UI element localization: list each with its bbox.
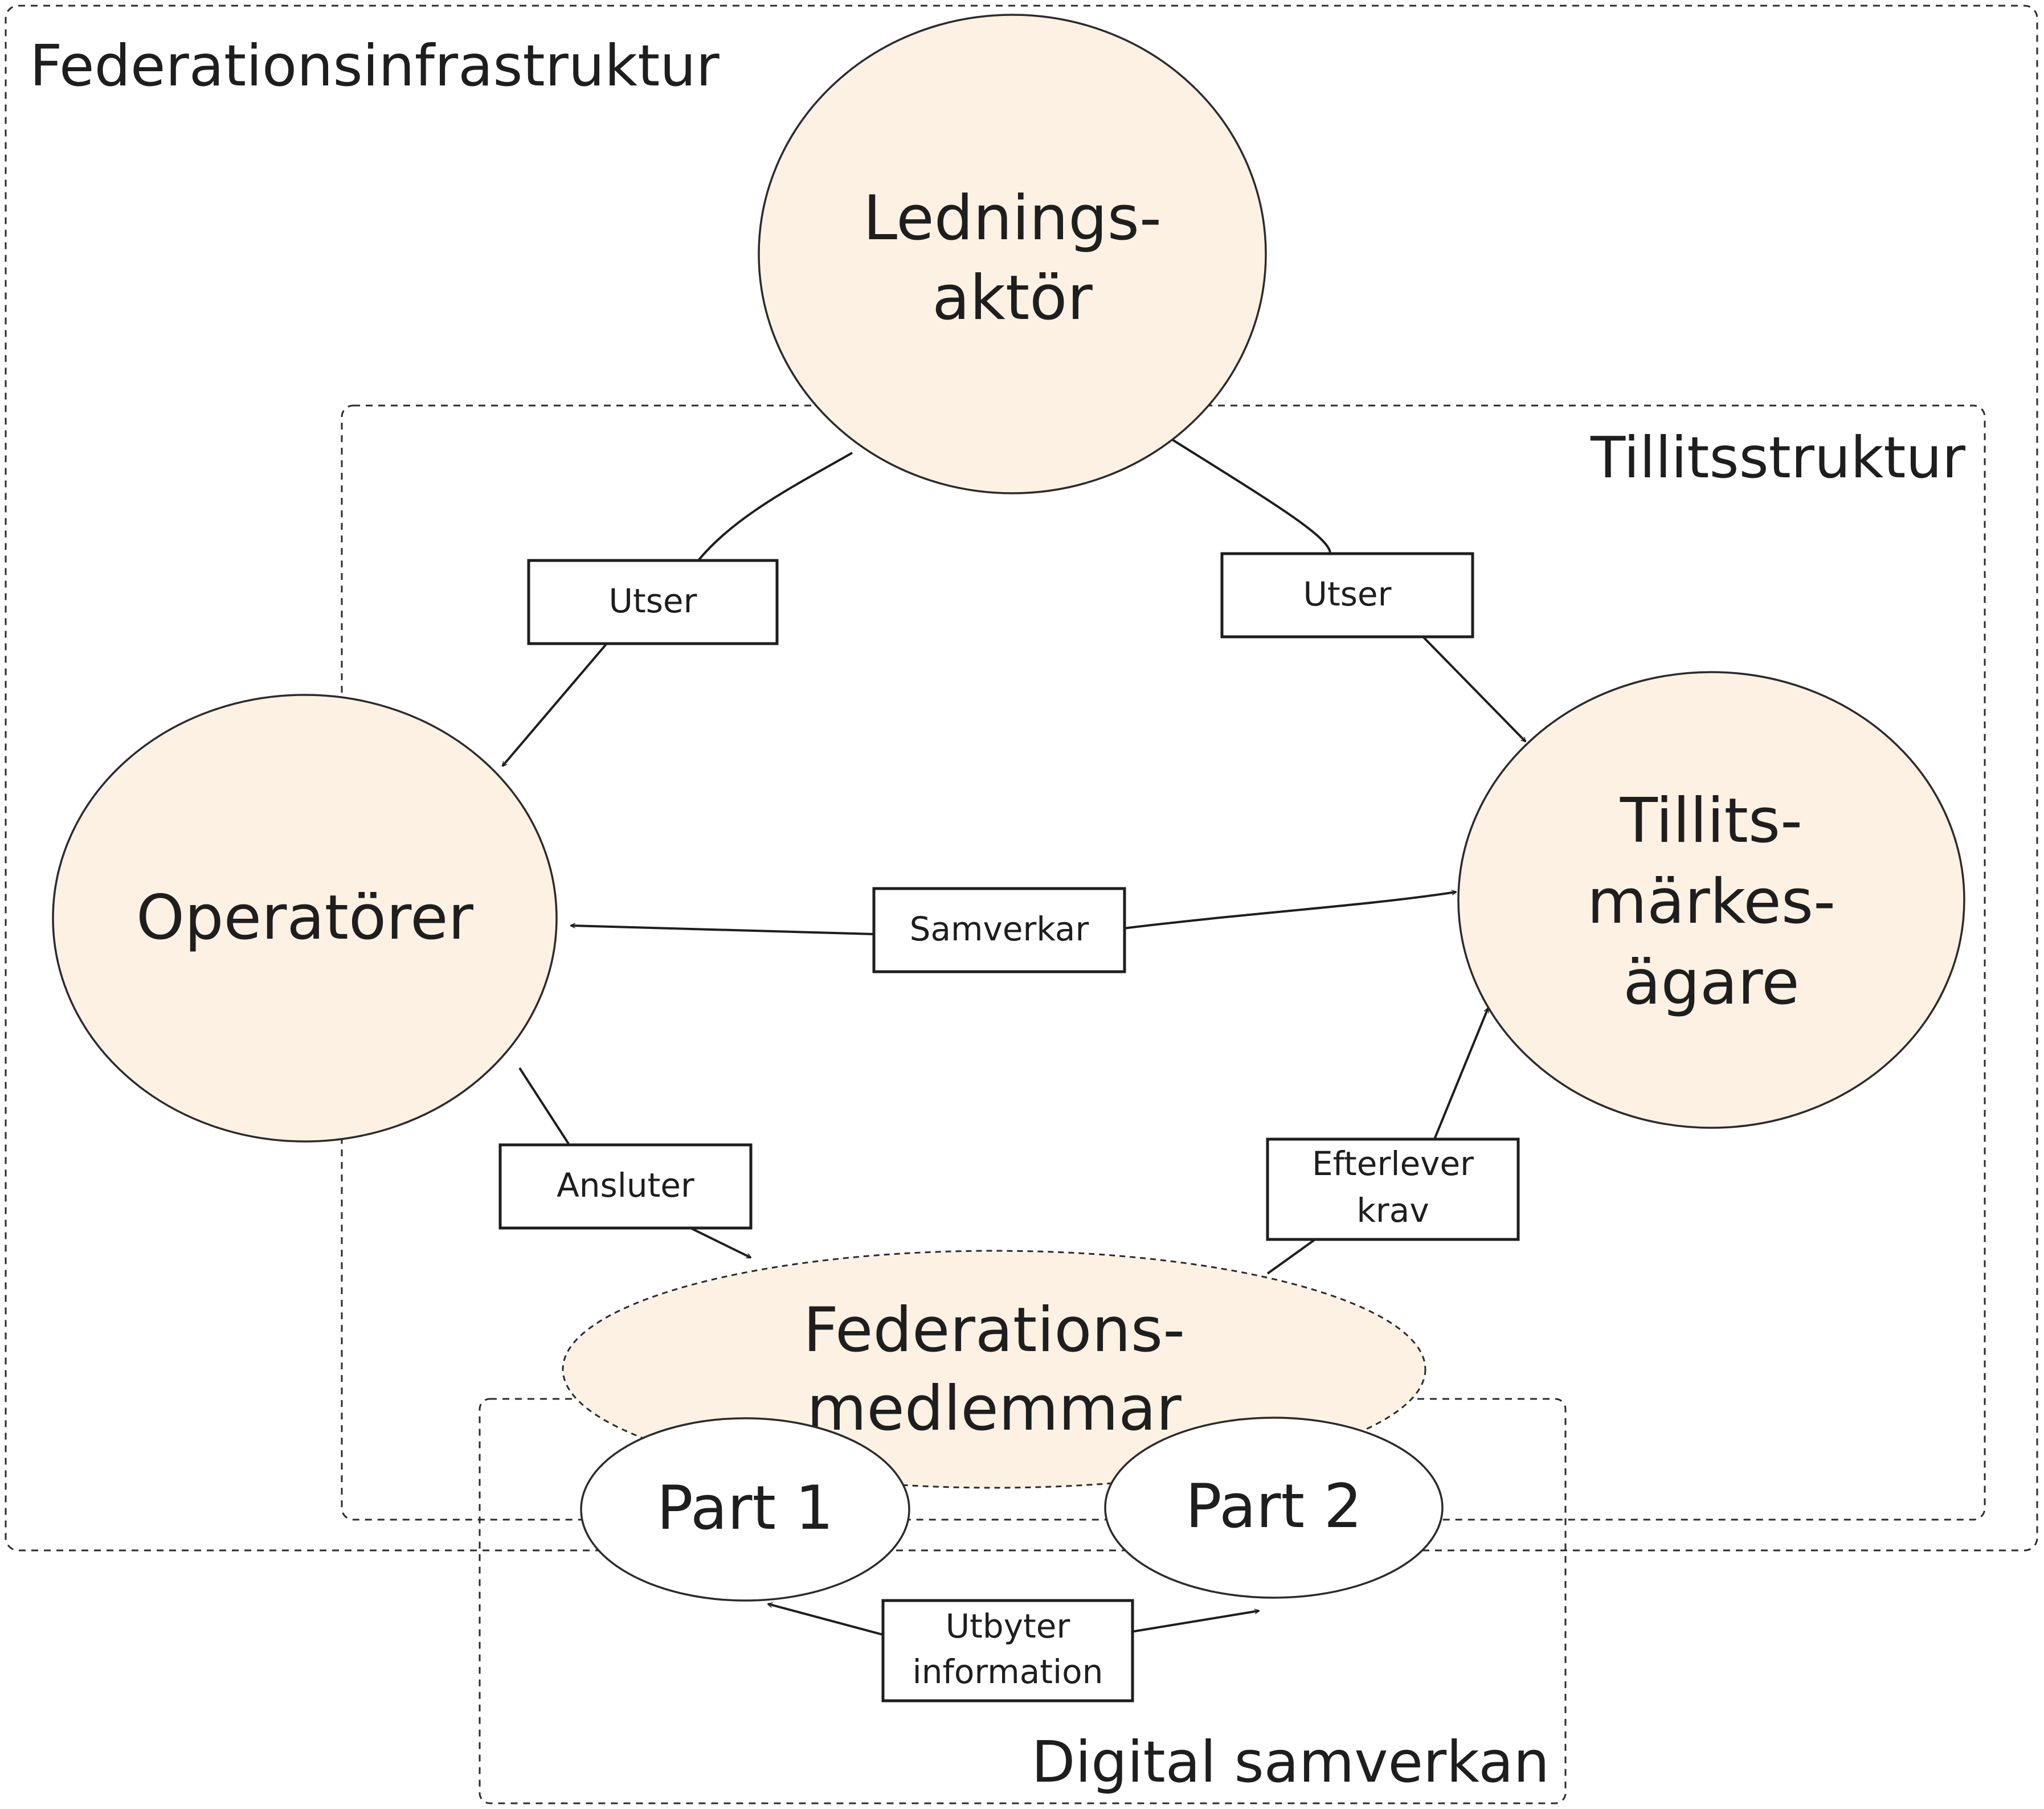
part2-node[interactable]: Part 2 <box>1104 1417 1444 1599</box>
complies-text-line1: Efterlever <box>1312 1144 1474 1183</box>
management-node[interactable]: Lednings- aktör <box>758 14 1267 494</box>
management-circle <box>758 14 1267 494</box>
operators-node[interactable]: Operatörer <box>52 694 558 1143</box>
edge-label-complies: Efterlever krav <box>1266 1137 1520 1241</box>
trustmark-owner-node[interactable]: Tillits- märkes- ägare <box>1457 671 1965 1129</box>
trust-structure-title: Tillitsstruktur <box>1590 424 1966 491</box>
connects-text: Ansluter <box>557 1166 694 1205</box>
collaborates-box <box>872 887 1126 973</box>
appoints-trustmark-text: Utser <box>1303 575 1392 613</box>
operators-circle <box>52 694 558 1143</box>
connects-box <box>498 1143 753 1230</box>
trustmark-owner-label-line2: märkes- <box>1587 866 1835 938</box>
collaborates-text: Samverkar <box>910 910 1089 948</box>
complies-text-line2: krav <box>1356 1191 1429 1230</box>
exchange-text-line1: Utbyter <box>946 1607 1070 1646</box>
edge-comply-box-to-trustmark <box>1433 1008 1489 1140</box>
edge-exchange-to-part2 <box>1130 1611 1259 1633</box>
digital-collaboration-title: Digital samverkan <box>1031 1729 1550 1795</box>
edge-connect-box-to-members <box>689 1226 751 1259</box>
appoints-operators-text: Utser <box>609 582 697 620</box>
exchange-box <box>881 1599 1134 1702</box>
edge-label-appoints-trustmark: Utser <box>1220 552 1474 639</box>
management-label-line1: Lednings- <box>863 183 1162 254</box>
operators-label: Operatörer <box>136 882 473 953</box>
part2-label: Part 2 <box>1185 1471 1362 1541</box>
part2-ellipse <box>1104 1417 1444 1599</box>
edge-management-to-box-right <box>1171 439 1331 553</box>
management-label-line2: aktör <box>932 263 1093 334</box>
edge-label-appoints-operators: Utser <box>527 559 779 645</box>
edge-label-collaborates: Samverkar <box>872 887 1126 973</box>
exchange-text-line2: information <box>913 1652 1103 1691</box>
edge-label-exchange: Utbyter information <box>881 1599 1134 1702</box>
members-label-line2: medlemmar <box>807 1373 1182 1444</box>
trustmark-owner-circle <box>1457 671 1965 1129</box>
federation-infrastructure-title: Federationsinfrastruktur <box>30 32 720 99</box>
trustmark-owner-label-line3: ägare <box>1623 947 1799 1018</box>
edge-exchange-to-part1 <box>768 1604 884 1636</box>
federation-infrastructure-region <box>5 5 2038 1552</box>
part1-ellipse <box>580 1417 910 1602</box>
edge-management-to-box-left <box>697 452 853 562</box>
trustmark-owner-label-line1: Tillits- <box>1620 785 1802 857</box>
appoints-trustmark-box <box>1220 552 1474 639</box>
edge-box-left-to-operators <box>502 642 608 766</box>
edge-collab-to-trustmark <box>1123 892 1456 930</box>
edge-members-to-comply-box <box>1266 1238 1317 1275</box>
edge-operators-to-connect-box <box>518 1067 570 1145</box>
part1-label: Part 1 <box>657 1473 833 1543</box>
part1-node[interactable]: Part 1 <box>580 1417 910 1602</box>
edge-box-right-to-trustmark <box>1422 636 1526 742</box>
edge-collab-to-operators <box>571 926 874 935</box>
complies-box <box>1266 1137 1520 1241</box>
appoints-operators-box <box>527 559 779 645</box>
edge-label-connects: Ansluter <box>498 1143 753 1230</box>
members-label-line1: Federations- <box>803 1295 1185 1366</box>
